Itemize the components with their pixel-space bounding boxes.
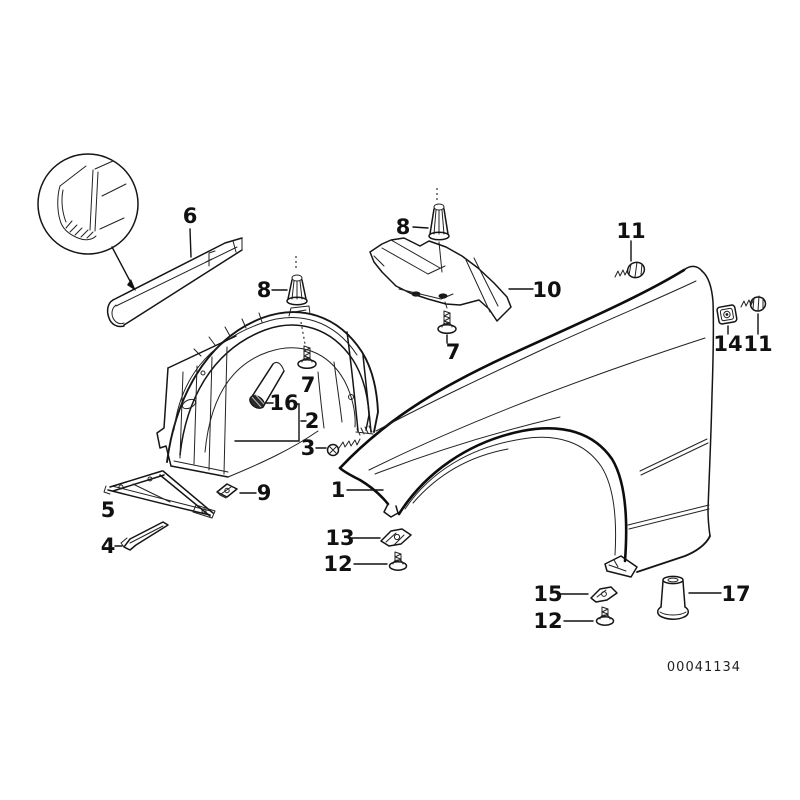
callout-8-left[interactable]: 8 <box>257 278 272 302</box>
callout-6-line <box>189 228 192 258</box>
part-drawing-sill-trim-strip <box>106 228 243 328</box>
part-drawing-screw-3 <box>326 438 361 457</box>
inset-leader-line <box>111 246 131 282</box>
part-drawing-foam-insert <box>249 362 285 409</box>
part-drawing-strip-4 <box>120 521 169 551</box>
callout-17[interactable]: 17 <box>721 582 750 606</box>
callout-10[interactable]: 10 <box>532 278 561 302</box>
callout-12-left[interactable]: 12 <box>323 552 352 576</box>
part-drawing-expansion-rivet-right <box>428 188 450 273</box>
callout-4[interactable]: 4 <box>101 534 116 558</box>
callout-11-right[interactable]: 11 <box>743 332 772 356</box>
part-drawing-screw-12-right <box>595 606 615 626</box>
callout-16[interactable]: 16 <box>269 391 298 415</box>
part-drawing-clip-9 <box>216 483 238 499</box>
callout-8-right[interactable]: 8 <box>396 215 411 239</box>
callout-3[interactable]: 3 <box>301 436 316 460</box>
callout-15[interactable]: 15 <box>533 582 562 606</box>
inset-leader-arrowhead <box>127 279 136 291</box>
part-drawing-clip-nut-14 <box>716 304 738 325</box>
callout-7-right[interactable]: 7 <box>446 340 461 364</box>
part-drawing-buffer-17 <box>657 575 689 620</box>
part-drawing-hex-screw-11-top <box>614 261 646 279</box>
callout-6[interactable]: 6 <box>183 204 198 228</box>
part-drawing-hex-screw-11-right <box>740 295 767 312</box>
part-drawing-screw-12-left <box>388 551 408 571</box>
part-drawing-wheel-arch-liner <box>156 305 379 478</box>
callout-13[interactable]: 13 <box>325 526 354 550</box>
callout-7-left[interactable]: 7 <box>301 373 316 397</box>
part-drawing-clip-13 <box>380 528 412 547</box>
part-drawing-screw-7-right <box>437 301 457 335</box>
callout-11-top[interactable]: 11 <box>616 219 645 243</box>
callout-14[interactable]: 14 <box>713 332 742 356</box>
part-drawing-support-bracket <box>369 237 512 322</box>
leader-lines <box>114 226 759 622</box>
callout-1[interactable]: 1 <box>331 478 346 502</box>
detail-inset-circle <box>37 153 139 291</box>
part-drawing-screw-7-left <box>297 345 317 370</box>
callout-9[interactable]: 9 <box>257 481 272 505</box>
part-drawing-clip-15 <box>590 586 618 603</box>
callout-12-right[interactable]: 12 <box>533 609 562 633</box>
callout-5[interactable]: 5 <box>101 498 116 522</box>
part-drawing-fender <box>338 265 715 578</box>
part-drawing-bracket-5 <box>103 470 216 519</box>
part-drawing-expansion-rivet-left <box>286 256 308 345</box>
callout-2[interactable]: 2 <box>305 409 320 433</box>
diagram-number: 00041134 <box>667 660 741 675</box>
